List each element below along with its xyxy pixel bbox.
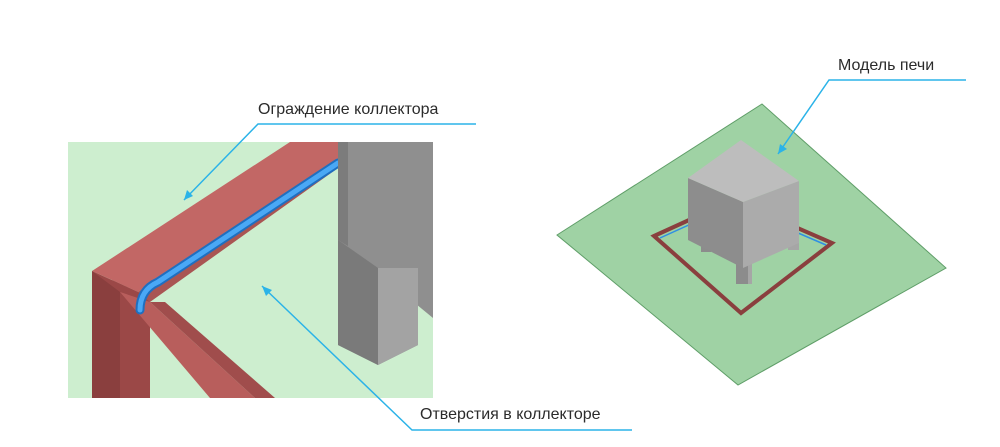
leader-collector-fence	[183, 123, 476, 201]
collector-fence	[92, 142, 338, 398]
collector-pipe	[135, 158, 343, 315]
overview-view	[556, 79, 966, 386]
leader-collector-holes	[261, 285, 632, 431]
label-collector-holes: Отверстия в коллекторе	[420, 406, 601, 423]
label-collector-fence: Ограждение коллектора	[258, 101, 439, 118]
furnace-block-closeup	[338, 142, 433, 365]
furnace-model	[688, 140, 799, 284]
closeup-view	[68, 123, 632, 431]
label-furnace-model: Модель печи	[838, 57, 935, 74]
leader-furnace-model	[777, 79, 966, 155]
